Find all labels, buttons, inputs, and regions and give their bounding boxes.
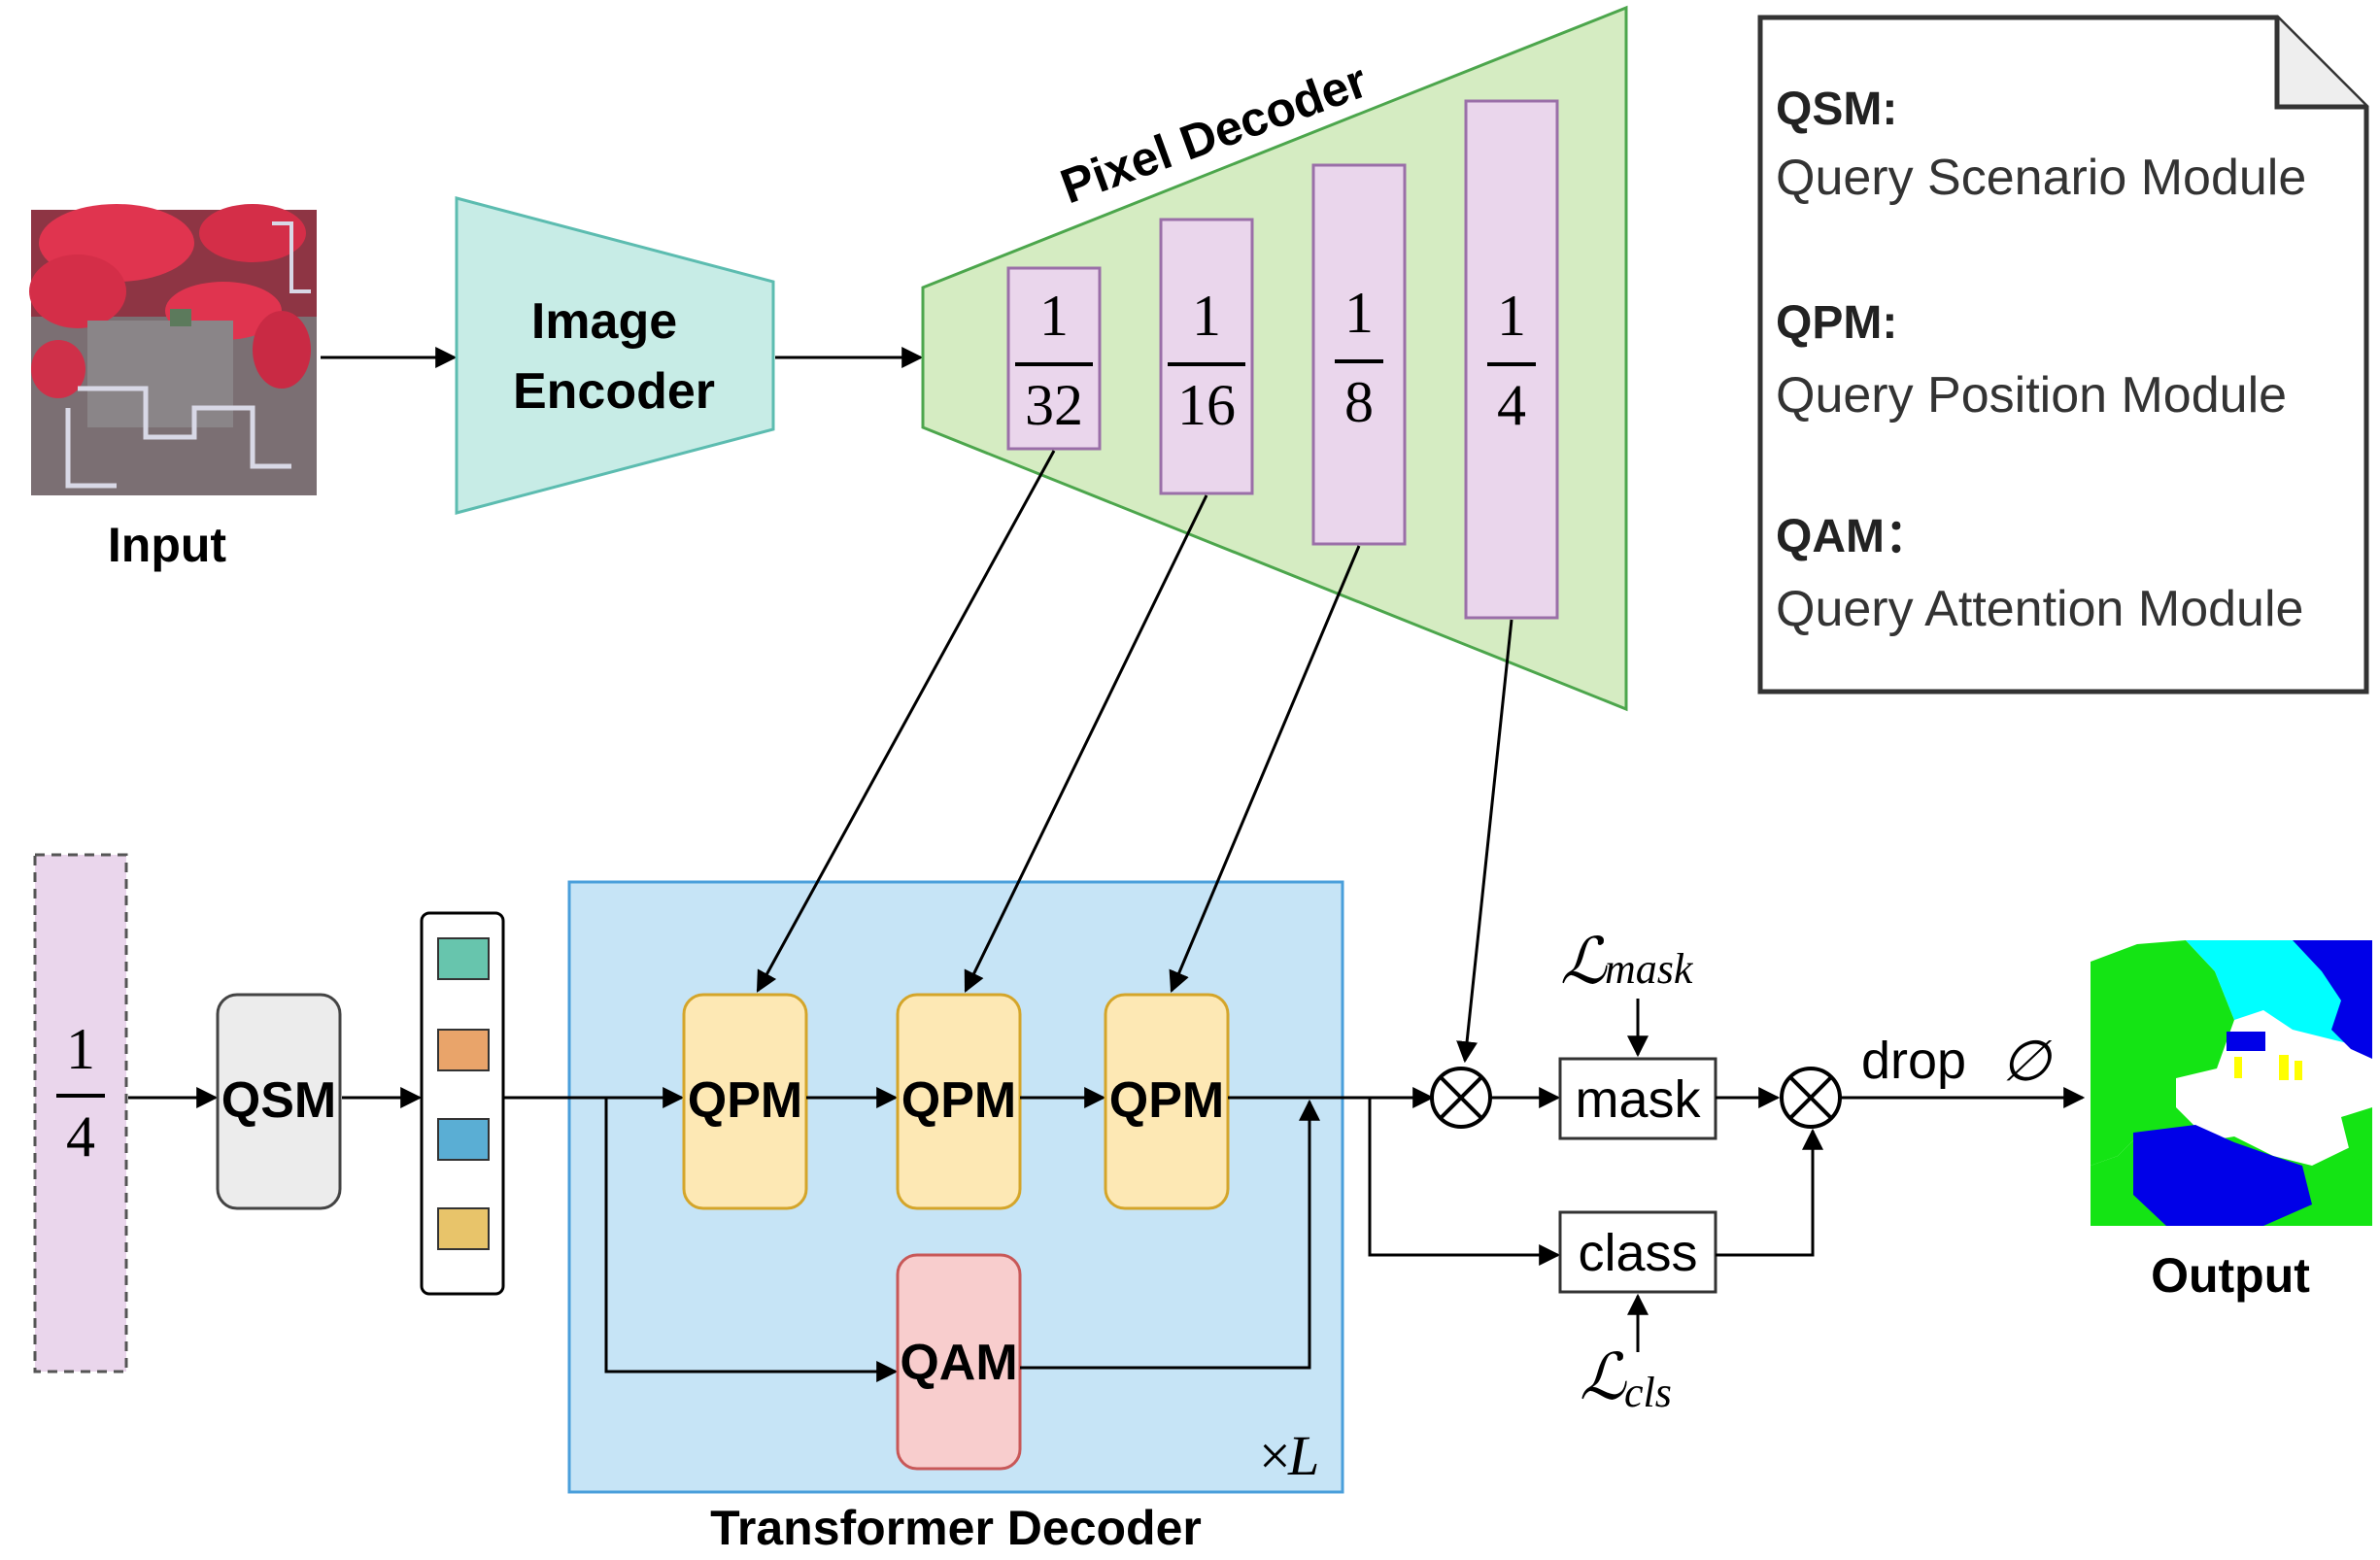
svg-text:1: 1 — [1497, 284, 1526, 348]
queries-to-qam-arrow — [604, 1098, 899, 1382]
qam-block — [896, 1253, 1022, 1471]
dot-product-op-2 — [1780, 1067, 1842, 1129]
qpm-block-1 — [682, 993, 808, 1210]
svg-text:1: 1 — [1039, 284, 1069, 348]
qpm-label-3: QPM — [1109, 1072, 1224, 1129]
legend-qpm-full: Query Position Module — [1776, 367, 2287, 424]
svg-text:32: 32 — [1025, 373, 1083, 437]
scale-1-16: 1 16 — [1159, 218, 1254, 495]
legend-qsm-abbr: QSM: — [1776, 84, 1897, 135]
svg-text:8: 8 — [1344, 370, 1374, 434]
empty-set-symbol: ∅ — [2001, 1030, 2053, 1093]
svg-text:1: 1 — [66, 1017, 95, 1081]
svg-text:16: 16 — [1177, 373, 1236, 437]
scale8-to-qpm3-arrow — [1169, 545, 1361, 994]
scale32-to-qpm1-arrow — [756, 450, 1056, 993]
output-segmentation-map — [2091, 940, 2372, 1226]
qam-to-sum-arrow — [1020, 1099, 1320, 1370]
loss-cls-symbol: ℒ — [1580, 1342, 1627, 1413]
image-encoder-block — [455, 196, 775, 515]
svg-text:1: 1 — [1192, 284, 1221, 348]
query-tokens — [420, 911, 505, 1296]
mask-head-label: mask — [1575, 1070, 1701, 1129]
repeat-var: L — [1287, 1424, 1319, 1487]
legend-qam-abbr: QAM： — [1776, 511, 1931, 562]
class-head-label: class — [1578, 1224, 1697, 1282]
legend-qam-full: Query Attention Module — [1776, 581, 2303, 637]
svg-text:4: 4 — [66, 1104, 95, 1169]
scale-1-32: 1 32 — [1006, 266, 1102, 451]
query-token-4 — [437, 1207, 490, 1250]
scale16-to-qpm2-arrow — [964, 494, 1208, 993]
loss-mask-subscript: mask — [1605, 945, 1694, 993]
feature-input-1-4: 1 4 — [33, 853, 128, 1373]
decoder-to-class-arrow — [1368, 1098, 1561, 1266]
query-token-2 — [437, 1029, 490, 1071]
qpm-block-2 — [896, 993, 1022, 1210]
image-encoder-label-line1: Image — [531, 293, 677, 350]
loss-mask-symbol: ℒ — [1560, 927, 1608, 998]
dot-product-op-1 — [1430, 1067, 1492, 1129]
repeat-symbol: × — [1259, 1424, 1291, 1487]
legend-note: QSM: Query Scenario Module QPM: Query Po… — [1757, 15, 2369, 695]
qam-label: QAM — [900, 1335, 1017, 1391]
output-label: Output — [2151, 1248, 2310, 1303]
class-head-block — [1558, 1210, 1717, 1294]
loss-cls-subscript: cls — [1624, 1369, 1672, 1416]
transformer-decoder-title: Transformer Decoder — [710, 1501, 1202, 1555]
legend-qsm-full: Query Scenario Module — [1776, 150, 2306, 206]
image-encoder-label-line2: Encoder — [513, 363, 715, 420]
svg-text:1: 1 — [1344, 281, 1374, 345]
qpm-label-2: QPM — [901, 1072, 1016, 1129]
drop-label: drop — [1861, 1032, 1966, 1090]
pixel-decoder-block — [921, 5, 1628, 712]
query-token-1 — [437, 937, 490, 980]
svg-text:4: 4 — [1497, 373, 1526, 437]
qsm-label: QSM — [221, 1072, 336, 1129]
class-to-dot-arrow — [1716, 1128, 1823, 1257]
qsm-block — [216, 993, 342, 1210]
qpm-label-1: QPM — [688, 1072, 802, 1129]
scale4-to-dot-arrow — [1456, 619, 1513, 1064]
input-label: Input — [108, 518, 227, 572]
scale-1-8: 1 8 — [1311, 163, 1407, 546]
qpm-block-3 — [1104, 993, 1230, 1210]
input-image — [29, 204, 317, 495]
legend-qpm-abbr: QPM: — [1776, 297, 1897, 349]
query-token-3 — [437, 1118, 490, 1161]
scale-1-4: 1 4 — [1464, 99, 1559, 620]
